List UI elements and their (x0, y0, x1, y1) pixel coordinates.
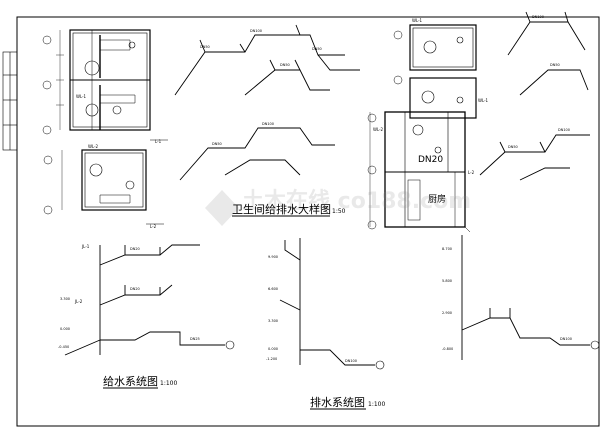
svg-text:土木在线 co188.com: 土木在线 co188.com (242, 188, 471, 214)
title-bathroom-detail: 卫生间给排水大样图 (232, 202, 331, 216)
pipe-tag-wl1-a: WL-1 (76, 94, 87, 99)
pipe-tag-wl1-c: WL-1 (478, 98, 489, 103)
drainage-tags: 9.900 6.600 3.300 0.000 -1.200 8.700 5.800 2… (266, 247, 572, 363)
svg-text:DN100: DN100 (262, 122, 274, 126)
water-supply-isometric (64, 244, 235, 356)
svg-text:3.300: 3.300 (60, 297, 70, 301)
svg-text:0.000: 0.000 (60, 327, 70, 331)
svg-text:DN50: DN50 (508, 145, 518, 149)
drainage-isometric (279, 235, 600, 370)
svg-text:DN20: DN20 (130, 287, 140, 291)
pipe-tag-jl1: JL-1 (81, 244, 90, 249)
svg-text:DN100: DN100 (560, 337, 572, 341)
svg-text:DN50: DN50 (312, 47, 322, 51)
kitchen-label: 厨房 (428, 193, 446, 205)
bathroom-plan-3 (393, 24, 477, 119)
pipe-tag-wl1-b: WL-1 (412, 18, 423, 23)
pipe-tag-wl2-b: WL-2 (373, 127, 384, 132)
svg-text:DN100: DN100 (532, 15, 544, 19)
svg-text:DN50: DN50 (200, 45, 210, 49)
svg-text:DN100: DN100 (345, 359, 357, 363)
pipe-tag-l2-b: L-2 (468, 170, 475, 175)
svg-text:DN100: DN100 (250, 29, 262, 33)
svg-text:-0.450: -0.450 (58, 345, 69, 349)
title-bathroom-scale: 1:50 (332, 208, 346, 215)
floor-plan-kitchen (367, 111, 471, 233)
drain-isometric-a (174, 24, 360, 181)
watermark-logo: 土木在线 co188.com (205, 188, 471, 226)
svg-text:0.000: 0.000 (268, 347, 278, 351)
svg-text:5.800: 5.800 (442, 279, 452, 283)
svg-text:DN50: DN50 (280, 63, 290, 67)
bathroom-plan-2 (43, 149, 164, 225)
svg-text:DN50: DN50 (550, 63, 560, 67)
bathroom-plan-1 (42, 29, 168, 141)
pipe-tag-l2-a: L-2 (150, 224, 157, 229)
svg-text:DN100: DN100 (558, 128, 570, 132)
pipe-tag-jl2: JL-2 (74, 299, 83, 304)
pipe-size-label: DN20 (418, 155, 443, 165)
svg-text:9.900: 9.900 (268, 255, 278, 259)
pipe-tag-l1: L-1 (155, 139, 162, 144)
title-water-supply: 给水系统图 (103, 375, 158, 388)
svg-text:-0.800: -0.800 (442, 347, 453, 351)
title-drainage-scale: 1:100 (368, 401, 385, 408)
drain-isometric-b (479, 11, 590, 181)
svg-text:6.600: 6.600 (268, 287, 278, 291)
title-water-supply-scale: 1:100 (160, 380, 177, 387)
svg-text:2.900: 2.900 (442, 311, 452, 315)
svg-text:DN20: DN20 (130, 247, 140, 251)
pipe-tag-wl2-a: WL-2 (88, 144, 99, 149)
svg-text:8.700: 8.700 (442, 247, 452, 251)
sheet-border (16, 16, 600, 427)
svg-text:DN50: DN50 (212, 142, 222, 146)
svg-text:3.300: 3.300 (268, 319, 278, 323)
title-block-strip (2, 51, 18, 151)
title-drainage: 排水系统图 (310, 395, 365, 409)
svg-text:DN25: DN25 (190, 337, 200, 341)
svg-text:-1.200: -1.200 (266, 357, 277, 361)
